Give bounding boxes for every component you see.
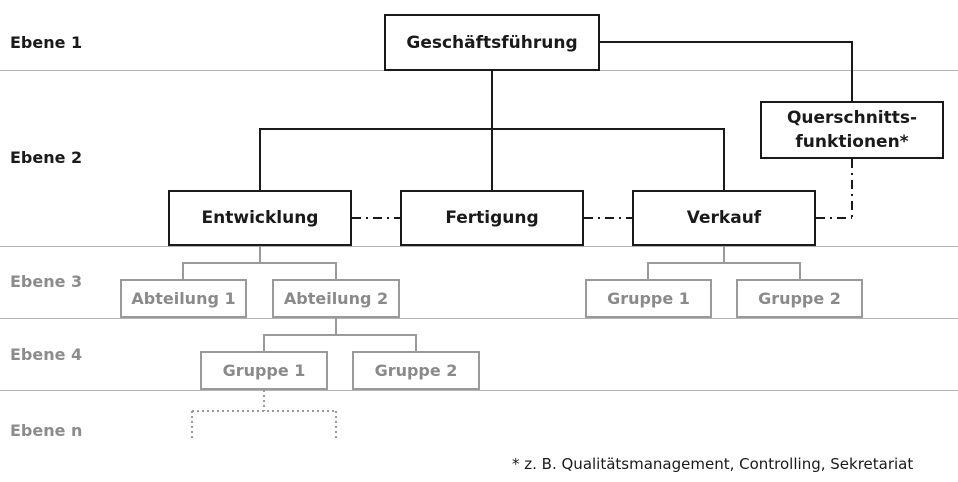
node-sales-label: Verkauf [686,208,762,228]
node-dept2-group-1-label: Gruppe 1 [222,361,306,380]
node-sales-group-2: Gruppe 2 [736,279,863,318]
node-dept2-group-2: Gruppe 2 [352,351,480,390]
node-cross-functions-label-line2: funktionen* [795,132,909,152]
level-separator [0,318,958,319]
node-cross-functions-label-line1: Querschnitts- [786,108,918,128]
node-sales-group-1: Gruppe 1 [585,279,712,318]
node-dept-1-label: Abteilung 1 [131,289,236,308]
node-development: Entwicklung [168,190,352,246]
level-label-3: Ebene 3 [10,272,83,291]
level-separator [0,246,958,247]
node-cross-functions: Querschnitts- funktionen* [760,101,944,159]
level-label-n: Ebene n [10,421,83,440]
node-management-label: Geschäftsführung [406,32,578,53]
level-separator [0,390,958,391]
level-label-4: Ebene 4 [10,345,83,364]
node-sales-group-2-label: Gruppe 2 [758,289,841,308]
level-label-1: Ebene 1 [10,33,83,52]
node-dept2-group-2-label: Gruppe 2 [374,361,458,380]
node-dept-2: Abteilung 2 [272,279,400,318]
footnote: * z. B. Qualitätsmanagement, Controlling… [512,455,914,473]
level-label-2: Ebene 2 [10,148,83,167]
node-development-label: Entwicklung [201,208,319,228]
node-dept-1: Abteilung 1 [120,279,247,318]
node-sales-group-1-label: Gruppe 1 [607,289,690,308]
node-sales: Verkauf [632,190,816,246]
node-dept2-group-1: Gruppe 1 [200,351,328,390]
node-production: Fertigung [400,190,584,246]
node-management: Geschäftsführung [384,14,600,71]
node-dept-2-label: Abteilung 2 [283,289,389,308]
node-production-label: Fertigung [445,208,539,228]
